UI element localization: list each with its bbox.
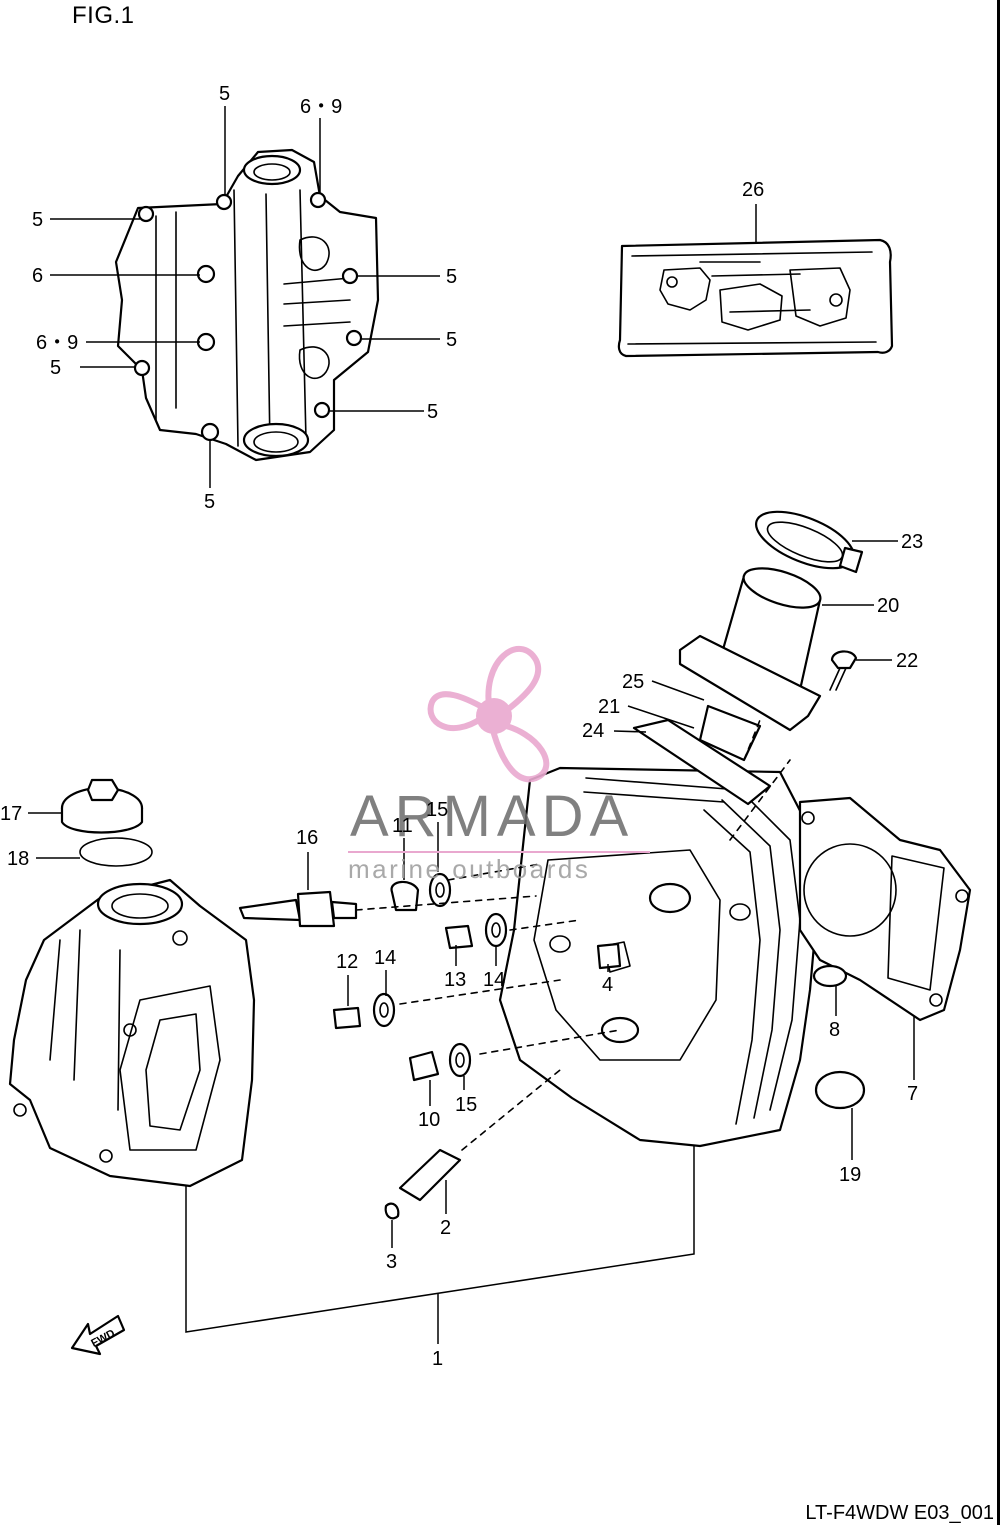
figure-title: FIG.1 xyxy=(72,2,135,29)
callout-20: 20 xyxy=(877,595,899,617)
callout-23: 23 xyxy=(901,531,923,553)
callout-16: 16 xyxy=(296,827,318,849)
leader-lines xyxy=(28,106,915,1344)
callout-3: 3 xyxy=(386,1251,397,1273)
callout-14: 14 xyxy=(483,969,505,991)
head-cover-underside xyxy=(114,148,380,462)
callout-5: 5 xyxy=(50,357,61,379)
callout-5: 5 xyxy=(32,209,43,231)
cylinder-gasket xyxy=(798,796,972,1022)
callout-5: 5 xyxy=(446,266,457,288)
callout-19: 19 xyxy=(839,1164,861,1186)
callout-7: 7 xyxy=(907,1083,918,1105)
callout-1: 1 xyxy=(432,1348,443,1370)
callout-6-9: 6・9 xyxy=(36,332,78,354)
callout-25: 25 xyxy=(622,671,644,693)
callout-6-9: 6・9 xyxy=(300,96,342,118)
watermark-tagline: marine outboards xyxy=(348,854,590,884)
callout-24: 24 xyxy=(582,720,604,742)
callout-10: 10 xyxy=(418,1109,440,1131)
callout-5: 5 xyxy=(204,491,215,513)
callout-15: 15 xyxy=(426,799,448,821)
propeller-logo-icon xyxy=(427,646,550,783)
callout-12: 12 xyxy=(336,951,358,973)
callout-6: 6 xyxy=(32,265,43,287)
callout-26: 26 xyxy=(742,179,764,201)
callout-14: 14 xyxy=(374,947,396,969)
callout-13: 13 xyxy=(444,969,466,991)
callout-18: 18 xyxy=(7,848,29,870)
callout-11: 11 xyxy=(392,815,413,837)
callout-8: 8 xyxy=(829,1019,840,1041)
callout-4: 4 xyxy=(602,974,613,996)
callout-22: 22 xyxy=(896,650,918,672)
watermark-brand: ARMADA xyxy=(350,784,634,849)
callout-15: 15 xyxy=(455,1094,477,1116)
callout-labels: 5 6・9 5 6 6・9 5 5 5 5 5 26 23 20 22 25 2… xyxy=(0,83,923,1370)
callout-17: 17 xyxy=(0,803,22,825)
small-parts xyxy=(60,778,866,1220)
gasket-set-bag xyxy=(617,238,894,358)
intake-assembly xyxy=(632,510,864,806)
callout-5: 5 xyxy=(219,83,230,105)
callout-2: 2 xyxy=(440,1217,451,1239)
armada-watermark: ARMADA marine outboards xyxy=(348,646,650,884)
callout-5: 5 xyxy=(427,401,438,423)
cylinder-head-cover xyxy=(8,878,256,1188)
diagram-code: LT-F4WDW E03_001 xyxy=(805,1502,994,1524)
fwd-arrow-icon: FWD xyxy=(70,1314,126,1356)
callout-21: 21 xyxy=(598,696,620,718)
cylinder-head xyxy=(498,766,820,1148)
callout-5: 5 xyxy=(446,329,457,351)
